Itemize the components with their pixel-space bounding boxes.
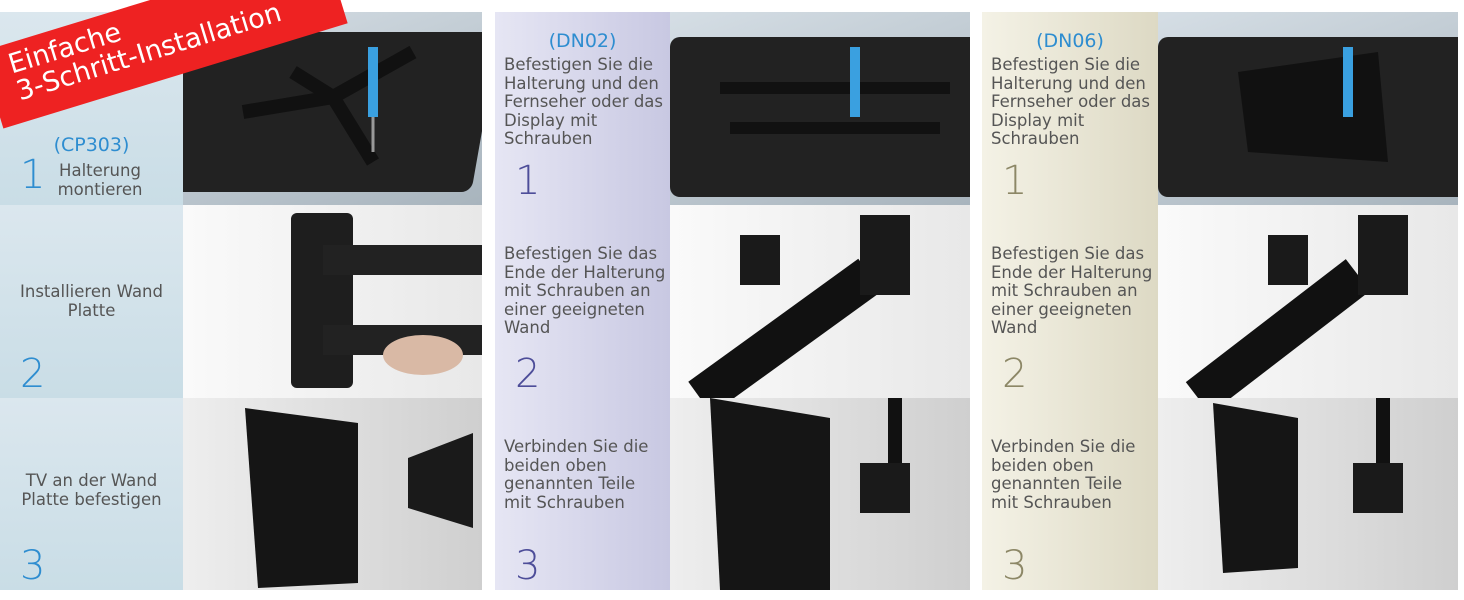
tv-attach-image xyxy=(1158,398,1458,590)
step-text: Verbinden Sie die beiden oben genannten … xyxy=(991,437,1136,512)
step-3: Verbinden Sie die beiden oben genannten … xyxy=(982,398,1458,590)
step-number: 3 xyxy=(515,543,541,589)
step-text: Befestigen Sie das Ende der Halterung mi… xyxy=(504,244,666,337)
step-text: Befestigen Sie das Ende der Halterung mi… xyxy=(991,244,1153,337)
step-text: Installieren Wand Platte xyxy=(20,282,163,320)
model-label: (DN06) xyxy=(1036,30,1104,52)
step-3: TV an der Wand Platte befestigen 3 xyxy=(0,398,482,590)
step-number: 1 xyxy=(20,152,46,198)
tv-bracket-screwdriver-image xyxy=(1158,12,1458,205)
step-2: Installieren Wand Platte 2 xyxy=(0,205,482,398)
step-number: 1 xyxy=(515,158,541,204)
step-1: (DN06) Befestigen Sie die Halterung und … xyxy=(982,12,1458,205)
tv-attach-image xyxy=(183,398,482,590)
step-text: Befestigen Sie die Halterung und den Fer… xyxy=(991,55,1151,148)
step-number: 2 xyxy=(20,351,46,397)
model-label: (DN02) xyxy=(548,30,617,52)
step-number: 3 xyxy=(20,543,46,589)
step-number: 2 xyxy=(515,351,541,397)
step-text: Halterung montieren xyxy=(57,161,143,199)
ceiling-plate-image xyxy=(1158,205,1458,398)
wall-plate-image xyxy=(183,205,482,398)
model-label: (CP303) xyxy=(53,134,130,156)
tv-attach-image xyxy=(670,398,970,590)
step-text: Verbinden Sie die beiden oben genannten … xyxy=(504,437,649,512)
step-number: 3 xyxy=(1002,543,1028,589)
step-2: Befestigen Sie das Ende der Halterung mi… xyxy=(495,205,970,398)
step-number: 1 xyxy=(1002,158,1028,204)
ceiling-plate-image xyxy=(670,205,970,398)
step-1: (DN02) Befestigen Sie die Halterung und … xyxy=(495,12,970,205)
step-text: Befestigen Sie die Halterung und den Fer… xyxy=(504,55,664,148)
tv-bracket-screwdriver-image xyxy=(670,12,970,205)
step-number: 2 xyxy=(1002,351,1028,397)
step-text: TV an der Wand Platte befestigen xyxy=(21,471,162,509)
panel-dn06: (DN06) Befestigen Sie die Halterung und … xyxy=(982,12,1458,590)
panel-dn02: (DN02) Befestigen Sie die Halterung und … xyxy=(495,12,970,590)
step-2: Befestigen Sie das Ende der Halterung mi… xyxy=(982,205,1458,398)
step-3: Verbinden Sie die beiden oben genannten … xyxy=(495,398,970,590)
